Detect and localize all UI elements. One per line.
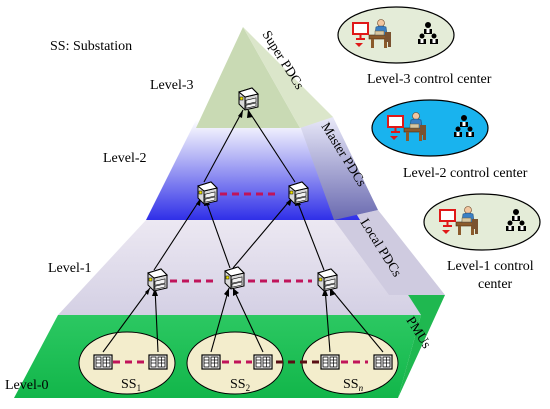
substation-label-ss2: SS2 — [230, 377, 250, 393]
control-center-level3 — [337, 6, 455, 64]
level0-band-side — [389, 295, 445, 398]
substation-label-ss1: SS1 — [121, 377, 141, 393]
control-center-label-level1-line2: center — [478, 277, 513, 292]
pmu-device-icon — [201, 354, 221, 370]
level3-band-side — [243, 27, 333, 128]
pmu-device-icon — [253, 354, 273, 370]
level-label-3: Level-3 — [150, 78, 194, 93]
super-pdc-icon — [238, 87, 259, 111]
pmu-device-icon — [93, 354, 113, 370]
level-label-1: Level-1 — [48, 261, 92, 276]
control-center-level2 — [371, 99, 489, 157]
local-pdc-icon — [224, 266, 245, 290]
level3-band — [196, 27, 300, 128]
control-center-label-level2: Level-2 control center — [403, 166, 528, 181]
pmu-device-icon — [373, 354, 393, 370]
level1-band-side — [334, 210, 445, 295]
control-center-level1 — [423, 193, 541, 251]
level-label-2: Level-2 — [103, 151, 147, 166]
local-pdc-icon — [317, 268, 338, 292]
master-pdc-icon — [288, 181, 309, 205]
master-pdc-icon — [197, 181, 218, 205]
substation-label-ssn: SSn — [343, 377, 364, 393]
ss-legend-note: SS: Substation — [50, 39, 132, 54]
level2-band-side — [298, 117, 378, 220]
pmu-device-icon — [320, 354, 340, 370]
peer-links — [113, 192, 368, 364]
local-pdc-icon — [147, 268, 168, 292]
level-label-0: Level-0 — [5, 378, 49, 393]
pmu-device-icon — [148, 354, 168, 370]
connection-lines — [102, 109, 384, 353]
control-center-label-level1-line1: Level-1 control — [447, 259, 534, 274]
control-center-label-level3: Level-3 control center — [367, 72, 492, 87]
